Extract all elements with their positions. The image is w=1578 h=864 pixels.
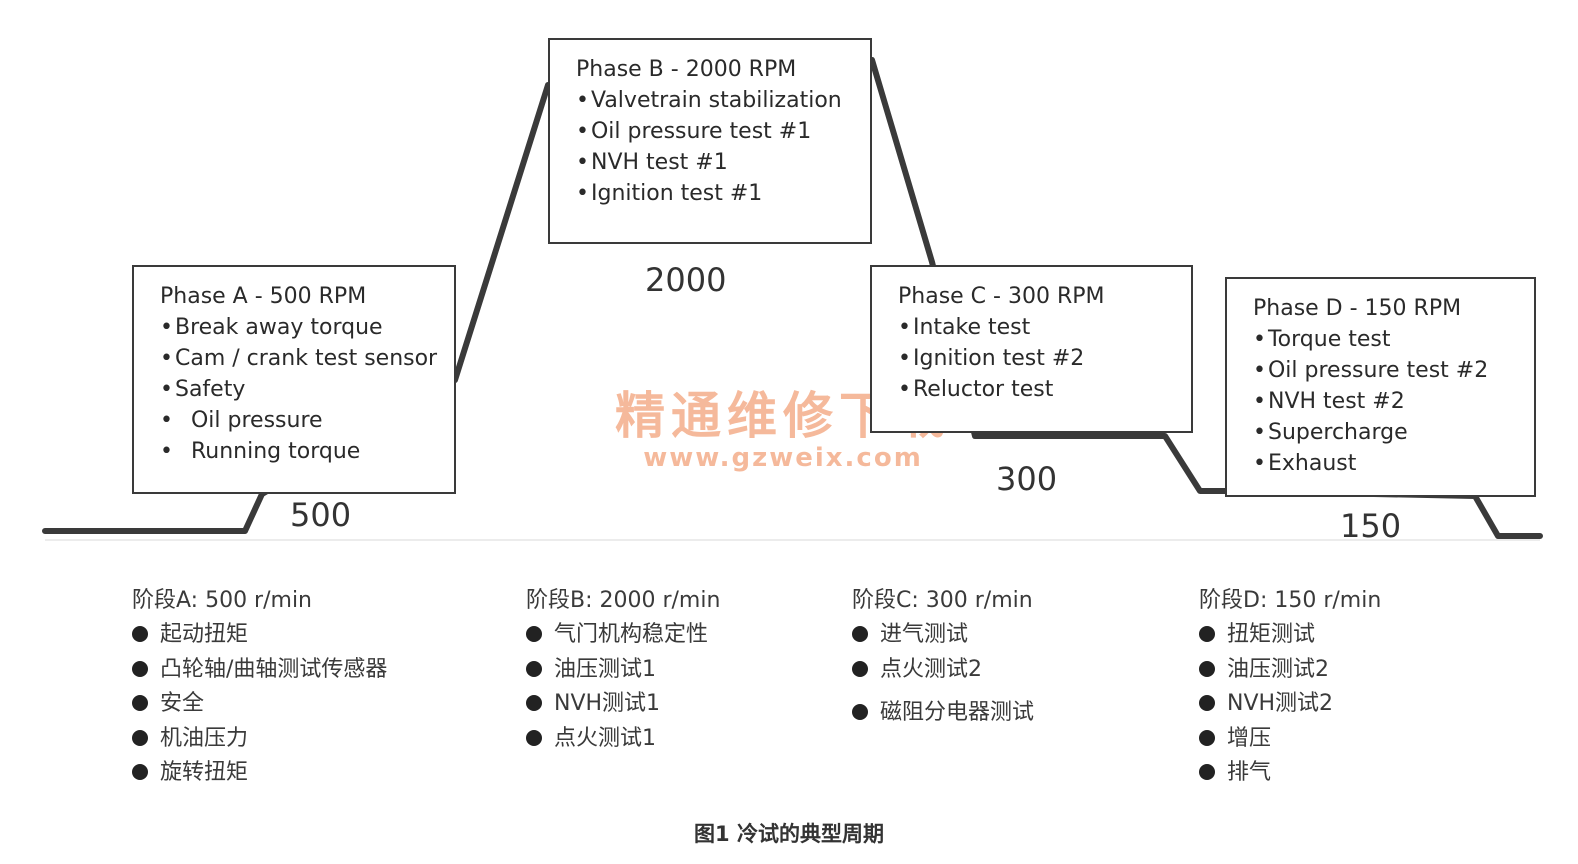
cn-list-item: 点火测试2 bbox=[852, 653, 1034, 688]
cn-phase-c: 阶段C: 300 r/min 进气测试 点火测试2 磁阻分电器测试 bbox=[852, 584, 1034, 731]
phase-d-box: Phase D - 150 RPM Torque test Oil pressu… bbox=[1225, 277, 1536, 497]
cn-phase-d: 阶段D: 150 r/min 扭矩测试 油压测试2 NVH测试2 增压 排气 bbox=[1199, 584, 1381, 791]
phase-c-item: Ignition test #2 bbox=[898, 343, 1171, 374]
phase-a-item: Cam / crank test sensor bbox=[160, 343, 437, 374]
phase-a-sub-item: Oil pressure bbox=[160, 405, 434, 436]
cn-list-item: 旋转扭矩 bbox=[132, 756, 387, 791]
cn-list-item: NVH测试2 bbox=[1199, 687, 1381, 722]
phase-b-box: Phase B - 2000 RPM Valvetrain stabilizat… bbox=[548, 38, 872, 244]
phase-d-title: Phase D - 150 RPM bbox=[1253, 296, 1462, 321]
phase-a-item: Safety bbox=[160, 374, 434, 405]
cn-phase-b-list: 气门机构稳定性 油压测试1 NVH测试1 点火测试1 bbox=[526, 618, 720, 756]
cn-phase-c-list: 进气测试 点火测试2 磁阻分电器测试 bbox=[852, 618, 1034, 731]
phase-b-list: Valvetrain stabilization Oil pressure te… bbox=[576, 85, 850, 209]
phase-d-item: Supercharge bbox=[1253, 417, 1514, 448]
rpm-label-c: 300 bbox=[996, 460, 1058, 498]
phase-a-sub-item: Running torque bbox=[160, 436, 434, 467]
phase-b-item: Ignition test #1 bbox=[576, 178, 850, 209]
phase-d-item: NVH test #2 bbox=[1253, 386, 1514, 417]
cn-list-item: 安全 bbox=[132, 687, 387, 722]
phase-d-item: Oil pressure test #2 bbox=[1253, 355, 1514, 386]
cn-list-item: 起动扭矩 bbox=[132, 618, 387, 653]
phase-c-item: Reluctor test bbox=[898, 374, 1171, 405]
phase-a-item: Break away torque bbox=[160, 312, 434, 343]
cn-list-item: 气门机构稳定性 bbox=[526, 618, 720, 653]
phase-d-item: Exhaust bbox=[1253, 448, 1514, 479]
rpm-label-d: 150 bbox=[1340, 507, 1402, 545]
cn-list-item: 排气 bbox=[1199, 756, 1381, 791]
phase-a-title: Phase A - 500 RPM bbox=[160, 284, 367, 309]
cn-list-item: 增压 bbox=[1199, 722, 1381, 757]
rpm-label-a: 500 bbox=[290, 496, 352, 534]
cn-list-item: 进气测试 bbox=[852, 618, 1034, 653]
cn-list-item: 磁阻分电器测试 bbox=[852, 696, 1034, 731]
cn-list-item: 凸轮轴/曲轴测试传感器 bbox=[132, 653, 387, 688]
phase-c-title: Phase C - 300 RPM bbox=[898, 284, 1105, 309]
cn-phase-b: 阶段B: 2000 r/min 气门机构稳定性 油压测试1 NVH测试1 点火测… bbox=[526, 584, 720, 756]
rpm-label-b: 2000 bbox=[645, 261, 727, 299]
phase-a-box: Phase A - 500 RPM Break away torque Cam … bbox=[132, 265, 456, 494]
phase-b-title: Phase B - 2000 RPM bbox=[576, 57, 797, 82]
phase-a-list: Break away torque Cam / crank test senso… bbox=[160, 312, 437, 467]
cn-list-item: 油压测试2 bbox=[1199, 653, 1381, 688]
cn-phase-c-heading: 阶段C: 300 r/min bbox=[852, 588, 1033, 613]
cn-list-item: 扭矩测试 bbox=[1199, 618, 1381, 653]
phase-c-box: Phase C - 300 RPM Intake test Ignition t… bbox=[870, 265, 1193, 433]
phase-c-item: Intake test bbox=[898, 312, 1171, 343]
cn-list-item: 油压测试1 bbox=[526, 653, 720, 688]
cn-phase-d-heading: 阶段D: 150 r/min bbox=[1199, 588, 1382, 613]
phase-b-item: NVH test #1 bbox=[576, 147, 850, 178]
cn-phase-b-heading: 阶段B: 2000 r/min bbox=[526, 588, 721, 613]
cn-list-item: 点火测试1 bbox=[526, 722, 720, 757]
cn-phase-a-heading: 阶段A: 500 r/min bbox=[132, 588, 312, 613]
cn-phase-d-list: 扭矩测试 油压测试2 NVH测试2 增压 排气 bbox=[1199, 618, 1381, 791]
phase-d-item: Torque test bbox=[1253, 324, 1514, 355]
phase-b-item: Valvetrain stabilization bbox=[576, 85, 850, 116]
cn-phase-a: 阶段A: 500 r/min 起动扭矩 凸轮轴/曲轴测试传感器 安全 机油压力 … bbox=[132, 584, 387, 791]
phase-d-list: Torque test Oil pressure test #2 NVH tes… bbox=[1253, 324, 1514, 479]
watermark-url: www.gzweix.com bbox=[643, 443, 923, 473]
figure-caption: 图1 冷试的典型周期 bbox=[694, 822, 884, 846]
cn-list-item: NVH测试1 bbox=[526, 687, 720, 722]
cn-phase-a-list: 起动扭矩 凸轮轴/曲轴测试传感器 安全 机油压力 旋转扭矩 bbox=[132, 618, 387, 791]
phase-c-list: Intake test Ignition test #2 Reluctor te… bbox=[898, 312, 1171, 405]
phase-b-item: Oil pressure test #1 bbox=[576, 116, 850, 147]
cn-list-item: 机油压力 bbox=[132, 722, 387, 757]
